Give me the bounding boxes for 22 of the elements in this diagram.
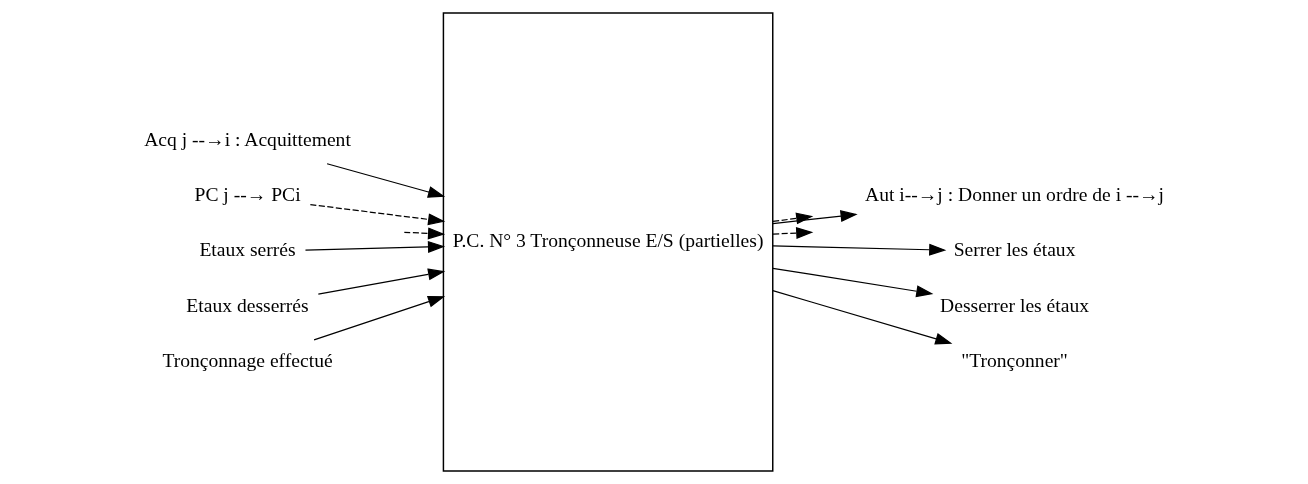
node-text: Tronçonnage effectué xyxy=(162,349,333,371)
arrow xyxy=(313,295,446,341)
arrow xyxy=(772,267,934,298)
node-text: PC j --→ PCi xyxy=(194,184,301,206)
arrow xyxy=(772,243,947,256)
node-text: Etaux desserrés xyxy=(186,294,309,316)
arrow xyxy=(309,204,446,226)
arrow xyxy=(403,227,446,240)
node-text: "Tronçonner" xyxy=(961,349,1068,371)
arrow xyxy=(317,268,446,295)
node-text: Etaux serrés xyxy=(199,239,296,261)
node-text: Acq j --→i : Acquittement xyxy=(144,129,351,151)
arrow xyxy=(326,163,446,198)
node-box: P.C. N° 3 Tronçonneuse E/S (partielles) xyxy=(442,12,774,472)
node-text: Aut i--→j : Donner un ordre de i --→j xyxy=(865,184,1165,206)
arrow xyxy=(772,212,814,225)
node-text: Serrer les étaux xyxy=(953,239,1076,261)
arrow xyxy=(772,227,814,239)
arrow xyxy=(304,240,446,253)
node-text: Desserrer les étaux xyxy=(940,294,1090,316)
arrow xyxy=(772,290,953,345)
arrow xyxy=(772,210,858,225)
